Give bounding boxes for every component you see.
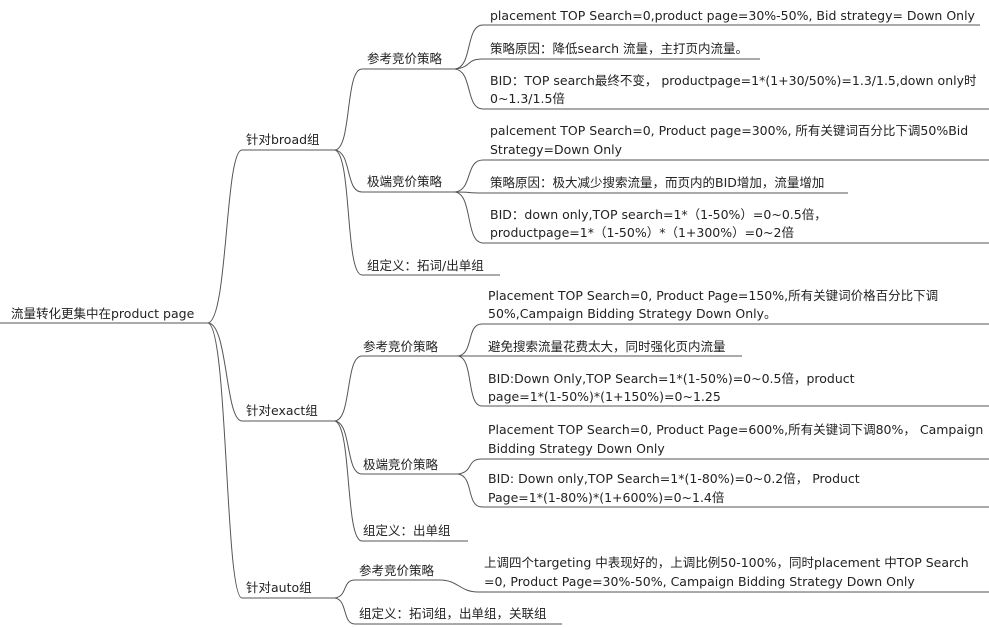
connector-root-auto: [207, 322, 243, 599]
connector-auto-ref: [334, 579, 356, 599]
broad-extreme-leaf3-line2: productpage=1*（1-50%）*（1+300%）=0~2倍: [490, 225, 794, 240]
exact-extreme-leaf2-line2: Page=1*(1-80%)*(1+600%)=0~1.4倍: [488, 490, 725, 505]
connector-root-broad: [207, 149, 243, 324]
broad-extreme-leaf1-line2: Strategy=Down Only: [490, 142, 623, 157]
branch-auto: 针对auto组: [246, 580, 312, 595]
broad-ref-leaf3-line1: BID：TOP search最终不变， productpage=1*(1+30/…: [490, 73, 977, 88]
connector-exact-extreme: [334, 420, 363, 475]
auto-ref-leaf1-line2: =0, Product Page=30%-50%, Campaign Biddi…: [484, 574, 915, 589]
exact-ref-strategy: 参考竞价策略: [363, 339, 439, 354]
broad-ref-leaf2: 策略原因：降低search 流量，主打页内流量。: [490, 41, 748, 56]
broad-extreme-strategy: 极端竞价策略: [367, 174, 443, 189]
connector-broad-def: [334, 149, 363, 276]
branch-broad: 针对broad组: [246, 132, 320, 147]
exact-extreme-leaf2-line1: BID: Down only,TOP Search=1*(1-80%)=0~0.…: [488, 471, 860, 486]
connector-exact-extreme-leaf2: [457, 473, 483, 508]
connector-broad-ref: [334, 68, 363, 151]
connector-broad-ref-leaf2: [454, 58, 484, 70]
connector-exact-ref-leaf3: [457, 355, 483, 407]
connector-broad-extreme-leaf1: [454, 159, 484, 193]
exact-extreme-strategy: 极端竞价策略: [363, 457, 439, 472]
broad-extreme-leaf1-line1: palcement TOP Search=0, Product page=300…: [490, 123, 969, 138]
broad-group-definition: 组定义：拓词/出单组: [367, 258, 484, 273]
auto-ref-strategy: 参考竞价策略: [359, 563, 435, 578]
connector-broad-ref-leaf3: [454, 68, 484, 110]
exact-ref-leaf3-line2: page=1*(1-50%)*(1+150%)=0~1.25: [488, 389, 721, 404]
connector-broad-ref-leaf1: [454, 24, 484, 70]
connector-exact-ref-leaf1: [457, 323, 483, 357]
broad-extreme-leaf2: 策略原因：极大减少搜索流量，而页内的BID增加，流量增加: [490, 175, 825, 190]
connector-broad-extreme-leaf2: [454, 191, 484, 194]
branch-exact: 针对exact组: [246, 403, 318, 418]
exact-ref-leaf1-line1: Placement TOP Search=0, Product Page=150…: [488, 288, 939, 303]
connector-exact-ref: [334, 355, 363, 422]
exact-group-definition: 组定义：出单组: [363, 523, 451, 538]
broad-ref-leaf3-line2: 0~1.3/1.5倍: [490, 91, 565, 106]
exact-ref-leaf3-line1: BID:Down Only,TOP Search=1*(1-50%)=0~0.5…: [488, 371, 855, 386]
exact-extreme-leaf1-line1: Placement TOP Search=0, Product Page=600…: [488, 422, 984, 437]
connector-exact-def: [334, 420, 363, 542]
connector-root-exact: [207, 322, 243, 422]
connector-auto-def: [334, 597, 356, 625]
auto-ref-leaf1-line1: 上调四个targeting 中表现好的，上调比例50-100%，同时placem…: [484, 555, 969, 570]
connector-auto-ref-leaf1: [439, 579, 479, 593]
broad-ref-strategy: 参考竞价策略: [367, 51, 443, 66]
exact-ref-leaf2: 避免搜索流量花费太大，同时强化页内流量: [488, 339, 726, 354]
exact-extreme-leaf1-line2: Bidding Strategy Down Only: [488, 441, 665, 456]
broad-ref-leaf1: placement TOP Search=0,product page=30%-…: [490, 8, 975, 23]
exact-ref-leaf1-line2: 50%,Campaign Bidding Strategy Down Only。: [488, 306, 777, 321]
connector-exact-extreme-leaf1: [457, 458, 483, 475]
connector-broad-extreme: [334, 149, 363, 193]
root-node: 流量转化更集中在product page: [11, 306, 195, 321]
connector-broad-extreme-leaf3: [454, 191, 484, 244]
broad-extreme-leaf3-line1: BID：down only,TOP search=1*（1-50%）=0~0.5…: [490, 207, 827, 222]
auto-group-definition: 组定义：拓词组，出单组，关联组: [359, 606, 547, 621]
